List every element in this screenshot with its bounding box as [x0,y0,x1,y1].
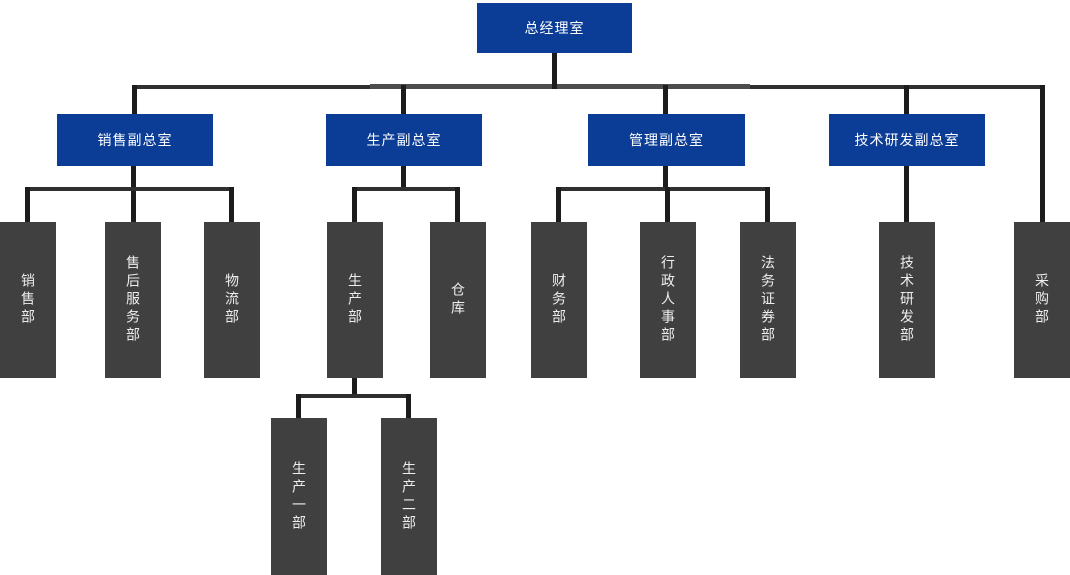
connector-drop-tech-rd-vp [904,85,909,114]
connector-drop-production-dept-2 [406,394,411,418]
connector-drop-procurement-dept [1040,85,1045,222]
connector-stem-production-dept [352,378,357,398]
node-label: 销售副总室 [97,132,173,148]
node-production-vp-office: 生产副总室 [326,114,482,166]
node-production-dept-1: 生产一部 [271,418,327,575]
node-label: 售后服务部 [125,255,141,345]
connector-drop-sales-dept [25,187,30,222]
node-finance-dept: 财务部 [531,222,587,378]
node-label: 财务部 [551,273,567,327]
connector-drop-admin-hr-dept [665,187,670,222]
node-label: 技术研发副总室 [854,132,960,148]
node-warehouse: 仓库 [430,222,486,378]
node-label: 采购部 [1034,273,1050,327]
node-sales-dept: 销售部 [0,222,56,378]
connector-drop-warehouse [455,187,460,222]
connector-rail-production-dept [299,394,409,398]
node-legal-securities-dept: 法务证券部 [740,222,796,378]
node-tech-rd-vp-office: 技术研发副总室 [829,114,985,166]
connector-stem-production-vp [401,166,406,191]
node-label: 生产二部 [401,460,417,533]
node-general-manager-office: 总经理室 [477,3,632,53]
node-logistics-dept: 物流部 [204,222,260,378]
node-label: 仓库 [450,282,466,318]
node-management-vp-office: 管理副总室 [588,114,745,166]
connector-drop-legal-securities-dept [765,187,770,222]
connector-root-rail-gray-segment [370,84,750,89]
node-label: 物流部 [224,273,240,327]
connector-drop-production-dept [352,187,357,222]
connector-rail-management-vp [559,187,768,191]
node-label: 总经理室 [524,20,585,36]
node-after-sales-service-dept: 售后服务部 [105,222,161,378]
node-admin-hr-dept: 行政人事部 [640,222,696,378]
connector-drop-management-vp [663,85,668,114]
node-label: 行政人事部 [660,255,676,345]
connector-stem-sales-vp [131,166,136,222]
connector-rail-production-vp [355,187,458,191]
node-label: 法务证券部 [760,255,776,345]
connector-drop-sales-vp [132,85,137,114]
connector-drop-production-vp [401,85,406,114]
connector-drop-logistics-dept [229,187,234,222]
node-label: 生产一部 [291,460,307,533]
node-tech-rd-dept: 技术研发部 [879,222,935,378]
node-label: 生产部 [347,273,363,327]
connector-stem-tech-rd-dept [904,166,909,222]
node-label: 管理副总室 [629,132,704,148]
connector-root-stem [552,53,557,89]
node-label: 技术研发部 [899,255,915,345]
connector-drop-production-dept-1 [296,394,301,418]
connector-stem-management-vp [663,166,668,191]
connector-drop-finance-dept [556,187,561,222]
node-label: 销售部 [20,273,36,327]
node-procurement-dept: 采购部 [1014,222,1070,378]
node-label: 生产副总室 [366,132,442,148]
node-sales-vp-office: 销售副总室 [57,114,213,166]
node-production-dept: 生产部 [327,222,383,378]
node-production-dept-2: 生产二部 [381,418,437,575]
connector-rail-sales-vp [28,187,232,191]
